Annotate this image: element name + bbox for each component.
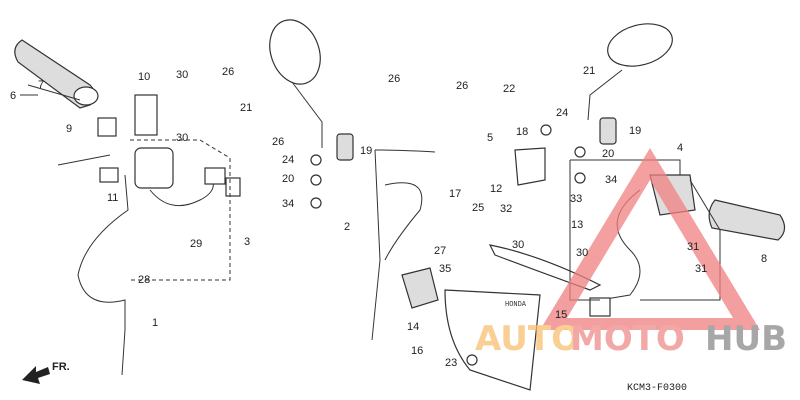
clutch-cable bbox=[77, 174, 129, 376]
hardware bbox=[97, 94, 617, 366]
callout: 31 bbox=[695, 263, 707, 275]
handguard: HONDA bbox=[444, 289, 541, 391]
callout: 25 bbox=[472, 202, 484, 214]
callout: 28 bbox=[138, 274, 150, 286]
callout: 19 bbox=[629, 125, 641, 137]
svg-text:MOTO: MOTO bbox=[570, 319, 685, 359]
left-switch bbox=[134, 147, 241, 207]
callout: 11 bbox=[107, 192, 118, 204]
callout-labels: 6 7 9 10 30 30 26 21 26 11 24 20 34 19 2… bbox=[10, 65, 767, 369]
callout: 17 bbox=[449, 188, 461, 200]
watermark: AUTO MOTO HUB bbox=[475, 148, 787, 359]
callout: 34 bbox=[605, 174, 617, 186]
callout: 12 bbox=[490, 183, 502, 195]
callout: 26 bbox=[456, 80, 468, 92]
callout: 26 bbox=[272, 136, 284, 148]
callout: 30 bbox=[176, 132, 188, 144]
callout: 14 bbox=[407, 321, 419, 333]
callout: 20 bbox=[282, 173, 294, 185]
right-mirror bbox=[587, 23, 673, 121]
front-arrow: FR. bbox=[22, 361, 70, 384]
callout: 29 bbox=[190, 238, 202, 250]
throttle-cable bbox=[371, 149, 436, 341]
callout: 30 bbox=[576, 247, 588, 259]
callout: 33 bbox=[570, 193, 582, 205]
svg-text:AUTO: AUTO bbox=[475, 319, 580, 359]
callout: 5 bbox=[487, 132, 493, 144]
svg-text:FR.: FR. bbox=[52, 361, 70, 373]
callout: 24 bbox=[556, 107, 568, 119]
callout: 19 bbox=[360, 145, 372, 157]
callout: 8 bbox=[761, 253, 767, 265]
callout: 1 bbox=[152, 317, 158, 329]
callout: 18 bbox=[516, 126, 528, 138]
callout: 16 bbox=[411, 345, 423, 357]
callout: 24 bbox=[282, 154, 294, 166]
callout: 34 bbox=[282, 198, 294, 210]
left-mirror bbox=[269, 19, 323, 148]
callout: 32 bbox=[500, 203, 512, 215]
callout: 30 bbox=[512, 239, 524, 251]
clamp-14 bbox=[401, 267, 439, 309]
callout: 31 bbox=[687, 241, 699, 253]
diagram-code: KCM3-F0300 bbox=[627, 383, 687, 394]
callout: 27 bbox=[434, 245, 446, 257]
callout: 23 bbox=[445, 357, 457, 369]
callout: 30 bbox=[176, 69, 188, 81]
callout: 3 bbox=[244, 236, 250, 248]
callout: 9 bbox=[66, 123, 72, 135]
callout: 4 bbox=[677, 142, 683, 154]
callout: 22 bbox=[503, 83, 515, 95]
callout: 6 bbox=[10, 90, 16, 102]
callout: 13 bbox=[571, 219, 583, 231]
callout: 20 bbox=[602, 148, 614, 160]
callout: 15 bbox=[555, 309, 567, 321]
callout: 35 bbox=[439, 263, 451, 275]
callout: 26 bbox=[388, 73, 400, 85]
callout: 21 bbox=[583, 65, 595, 77]
callout: 7 bbox=[38, 79, 44, 91]
svg-text:HUB: HUB bbox=[705, 319, 787, 359]
right-grip bbox=[708, 199, 786, 241]
callout: 21 bbox=[240, 102, 252, 114]
left-grip bbox=[14, 39, 99, 109]
callout: 26 bbox=[222, 66, 234, 78]
honda-logo: HONDA bbox=[505, 301, 527, 309]
callout: 2 bbox=[344, 221, 350, 233]
callout: 10 bbox=[138, 71, 150, 83]
